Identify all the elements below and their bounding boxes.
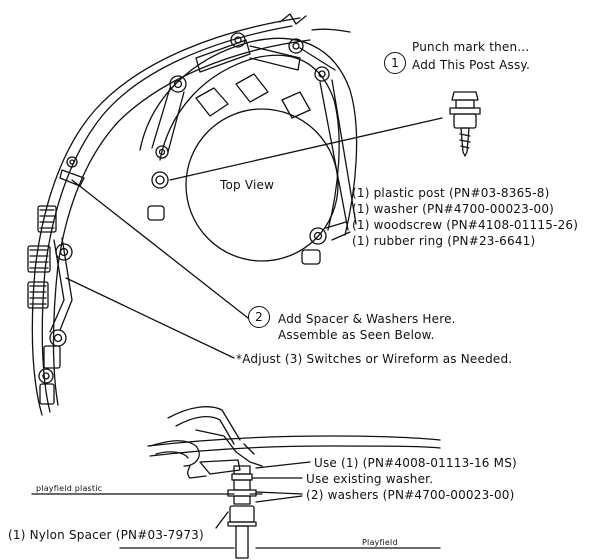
part-rubber-ring: (1) rubber ring (PN#23-6641) — [352, 234, 536, 248]
step1-line1: Punch mark then... — [412, 40, 530, 54]
leader-step1 — [170, 118, 442, 180]
part-woodscrew: (1) woodscrew (PN#4108-01115-26) — [352, 218, 579, 232]
part-plastic-post: (1) plastic post (PN#03-8365-8) — [352, 186, 550, 200]
upper-linkages — [152, 33, 356, 230]
existing-washer-note: Use existing washer. — [306, 472, 434, 486]
step2-line1: Add Spacer & Washers Here. — [278, 312, 456, 326]
part-washer: (1) washer (PN#4700-00023-00) — [352, 202, 555, 216]
step1-line2: Add This Post Assy. — [412, 58, 531, 72]
wireform-rails — [32, 14, 350, 415]
playfield-plastic-label: playfield plastic — [36, 484, 103, 493]
top-view-label: Top View — [220, 178, 275, 192]
step1-number-badge: 1 — [384, 52, 406, 74]
use-screw-note: Use (1) (PN#4008-01113-16 MS) — [314, 456, 517, 470]
side-view — [32, 407, 440, 558]
step2-line2: Assemble as Seen Below. — [278, 328, 435, 342]
arch-plastic — [140, 38, 357, 235]
post-assembly — [450, 92, 480, 156]
top-view-circle — [186, 109, 338, 261]
step2-number-badge: 2 — [248, 306, 270, 328]
leader-adjust — [66, 278, 234, 358]
washers-note: (2) washers (PN#4700-00023-00) — [306, 488, 515, 502]
leader-step2 — [72, 180, 248, 318]
left-switches — [28, 157, 84, 404]
nylon-spacer-note: (1) Nylon Spacer (PN#03-7973) — [8, 528, 204, 542]
playfield-label: Playfield — [362, 538, 398, 547]
adjust-note: *Adjust (3) Switches or Wireform as Need… — [236, 352, 513, 366]
post-locations — [148, 172, 350, 264]
